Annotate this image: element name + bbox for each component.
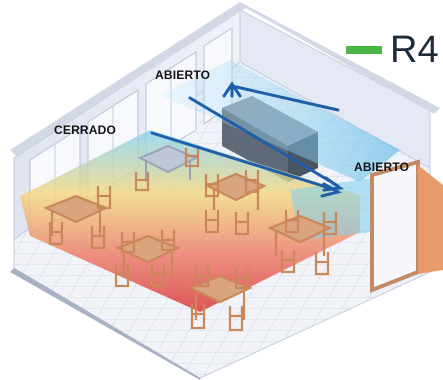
label-window-left: CERRADO	[54, 123, 117, 137]
code-color-bar	[346, 46, 382, 54]
airflow-arrow-left-to-door	[150, 131, 342, 198]
cold-air-top	[160, 60, 400, 182]
code-text: R4	[390, 29, 439, 71]
wall-top-left	[10, 2, 246, 156]
airflow-arrow-return	[222, 81, 340, 112]
label-window-top: ABIERTO	[155, 68, 211, 82]
airflow-arrows	[150, 81, 344, 198]
floor-edge	[10, 268, 200, 380]
scenario-code: R4	[346, 30, 439, 70]
warm-air-zone	[20, 130, 360, 312]
furniture	[43, 144, 338, 332]
door	[370, 159, 443, 293]
wall-top-right	[240, 2, 440, 114]
label-door: ABIERTO	[354, 160, 410, 174]
